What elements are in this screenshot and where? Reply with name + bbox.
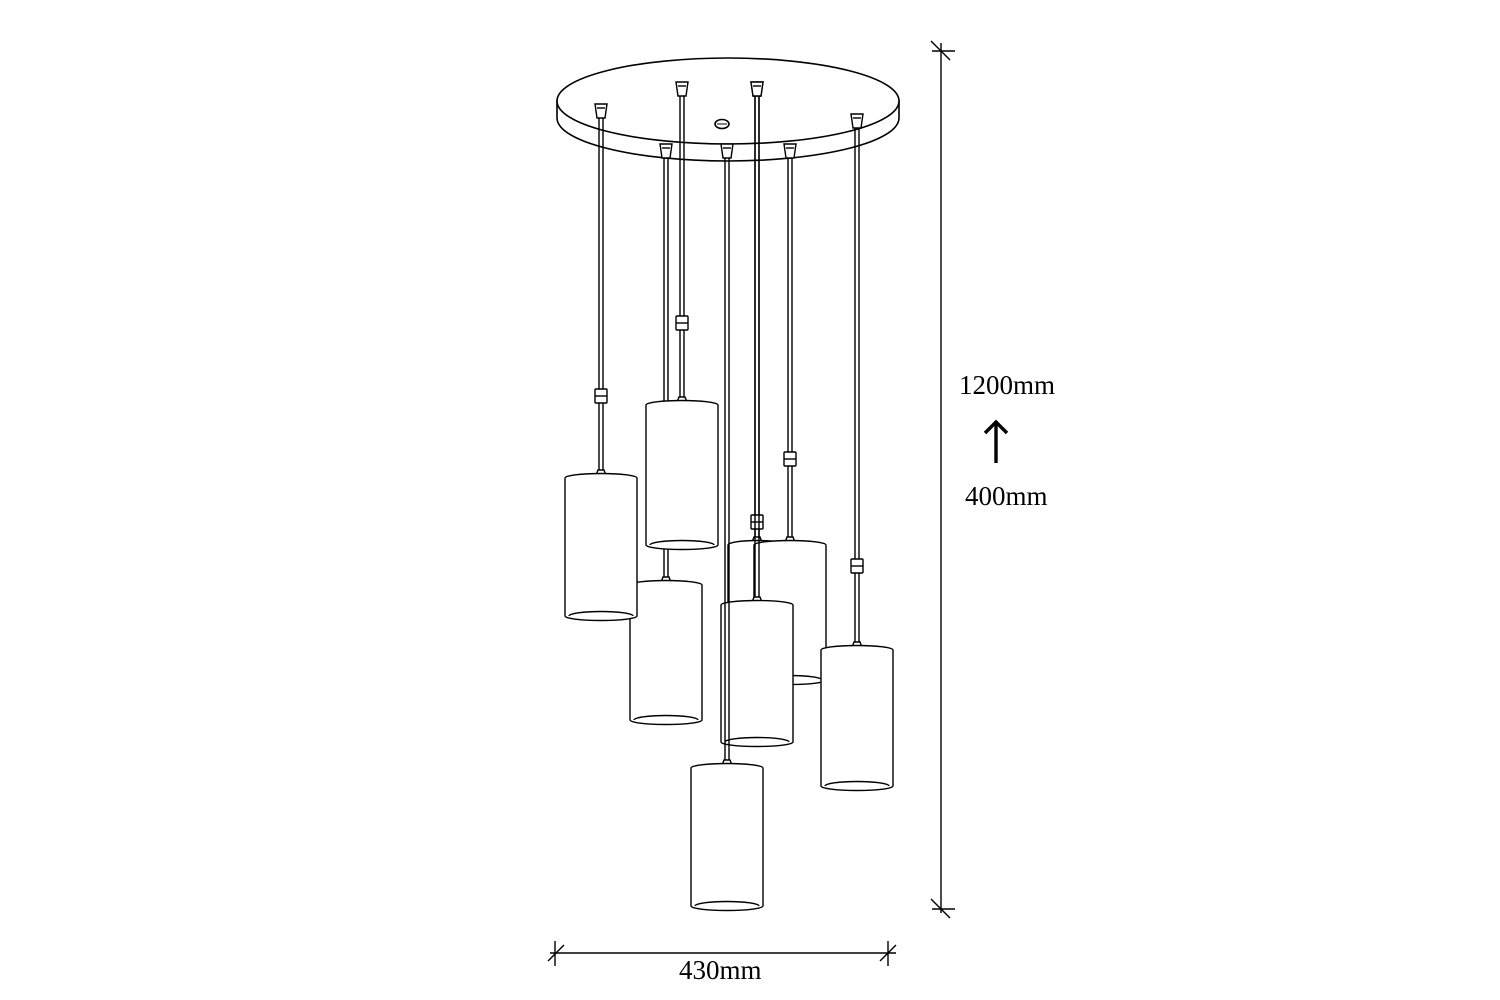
- cord-anchor: [659, 143, 673, 159]
- lamp-shade: [629, 579, 703, 726]
- cord-anchor: [594, 103, 608, 119]
- min-height-label: 400mm: [965, 481, 1048, 511]
- pendant-light: [720, 81, 794, 748]
- max-height-label: 1200mm: [959, 370, 1056, 400]
- pendant-light: [645, 81, 719, 551]
- lamp-shade: [690, 762, 764, 912]
- cord-anchor: [720, 143, 734, 159]
- cord-anchor: [850, 113, 864, 129]
- shade-opening: [633, 714, 699, 721]
- shade-opening: [649, 539, 715, 546]
- shade-opening: [694, 900, 760, 907]
- pendants: [564, 81, 894, 912]
- lamp-shade: [820, 644, 894, 792]
- lamp-shade: [720, 599, 794, 748]
- pendant-light: [820, 113, 894, 792]
- arrow-up-icon: [983, 419, 1009, 463]
- height-dimension-line: [930, 40, 955, 919]
- cord-anchor: [783, 143, 797, 159]
- shade-opening: [568, 610, 634, 617]
- cord-anchor: [675, 81, 689, 97]
- shade-opening: [724, 736, 790, 743]
- cord-anchor: [750, 81, 764, 97]
- lamp-shade: [564, 472, 638, 622]
- ceiling-canopy: [556, 57, 900, 162]
- pendant-light: [629, 143, 703, 726]
- width-dimension-line: [547, 941, 897, 966]
- lamp-shade: [645, 399, 719, 551]
- pendant-light: [690, 143, 764, 912]
- width-label: 430mm: [679, 955, 762, 985]
- shade-opening: [824, 780, 890, 787]
- pendant-light: [564, 103, 638, 622]
